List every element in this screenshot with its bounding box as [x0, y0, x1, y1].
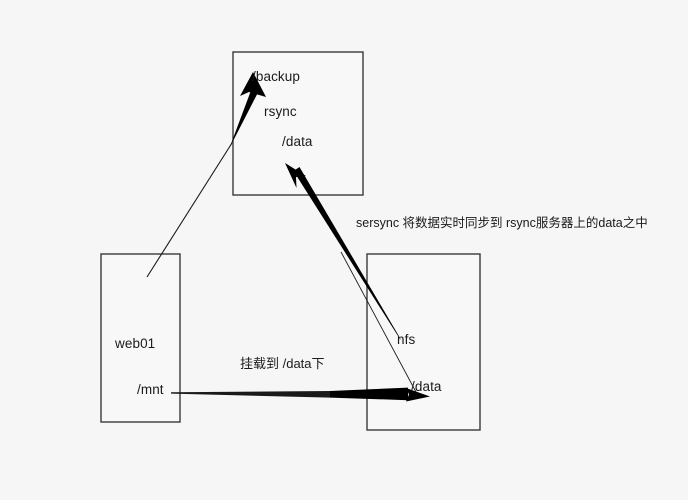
arrow-mnt-to-data-head: [406, 388, 430, 402]
arrow-web01-to-backup-shaft: [229, 86, 259, 148]
arrow-web01-to-backup-tail: [146, 142, 233, 278]
web01-box: [100, 253, 181, 423]
arrow-nfs-to-rsync-shaft: [293, 167, 402, 341]
label-nfs: nfs: [397, 332, 416, 347]
nfs-server-box: [366, 253, 481, 431]
label-mnt: /mnt: [137, 382, 164, 397]
arrow-nfs-to-rsync-head: [285, 163, 306, 188]
arrow-web01-to-backup-head: [240, 72, 266, 97]
guide-line-nfs: [340, 251, 417, 393]
label-nfs-data: /data: [411, 379, 442, 394]
label-backup: /backup: [252, 69, 300, 84]
arrow-mnt-to-data-shaft: [330, 387, 408, 401]
label-mount-note: 挂载到 /data下: [240, 356, 325, 371]
label-rsync: rsync: [264, 104, 297, 119]
label-rsync-data: /data: [282, 134, 313, 149]
label-sersync-note: sersync 将数据实时同步到 rsync服务器上的data之中: [356, 216, 648, 230]
arrow-mnt-to-data-tail: [171, 391, 330, 398]
label-web01: web01: [115, 336, 156, 351]
